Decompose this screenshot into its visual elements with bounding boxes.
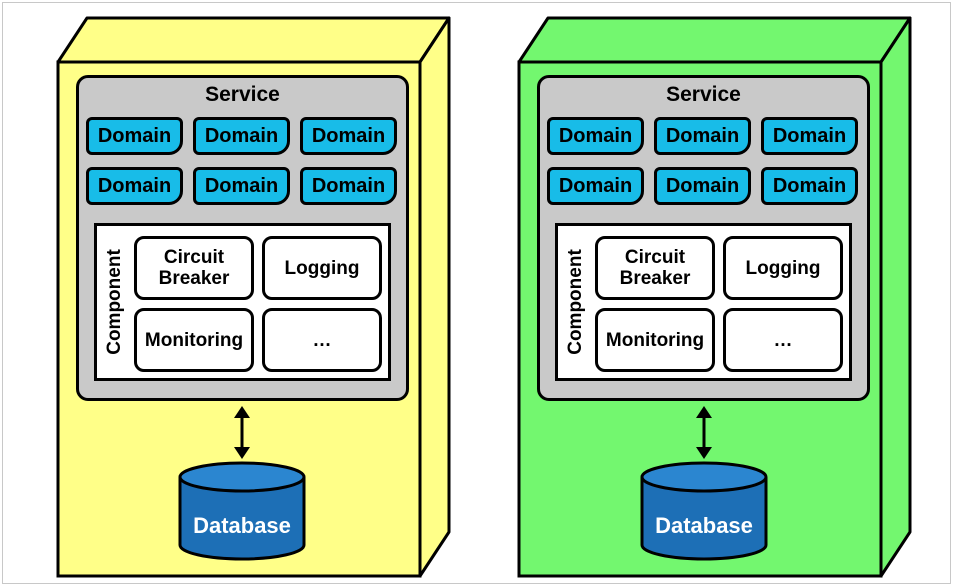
domain-box: Domain: [654, 117, 751, 155]
domain-box: Domain: [300, 117, 397, 155]
domain-box: Domain: [654, 167, 751, 205]
database-label: Database: [193, 513, 291, 538]
service-title: Service: [666, 83, 741, 106]
node-panel-left: Service Domain Domain Domain Domain Doma…: [76, 75, 409, 401]
component-box: Component Circuit Breaker Logging Monito…: [555, 223, 852, 381]
service-title: Service: [205, 83, 280, 106]
circuit-breaker-box: Circuit Breaker: [134, 236, 254, 300]
domain-box: Domain: [300, 167, 397, 205]
logging-box: Logging: [262, 236, 382, 300]
monitoring-box: Monitoring: [134, 308, 254, 372]
component-box: Component Circuit Breaker Logging Monito…: [94, 223, 391, 381]
domain-box: Domain: [761, 167, 858, 205]
ellipsis-box: …: [723, 308, 843, 372]
domain-box: Domain: [547, 117, 644, 155]
domain-box: Domain: [193, 167, 290, 205]
monitoring-box: Monitoring: [595, 308, 715, 372]
domain-box: Domain: [86, 167, 183, 205]
node-panel-right: Service Domain Domain Domain Domain Doma…: [537, 75, 870, 401]
logging-box: Logging: [723, 236, 843, 300]
domain-box: Domain: [86, 117, 183, 155]
circuit-breaker-box: Circuit Breaker: [595, 236, 715, 300]
domain-box: Domain: [193, 117, 290, 155]
database-label: Database: [655, 513, 753, 538]
domain-box: Domain: [547, 167, 644, 205]
domain-box: Domain: [761, 117, 858, 155]
ellipsis-box: …: [262, 308, 382, 372]
